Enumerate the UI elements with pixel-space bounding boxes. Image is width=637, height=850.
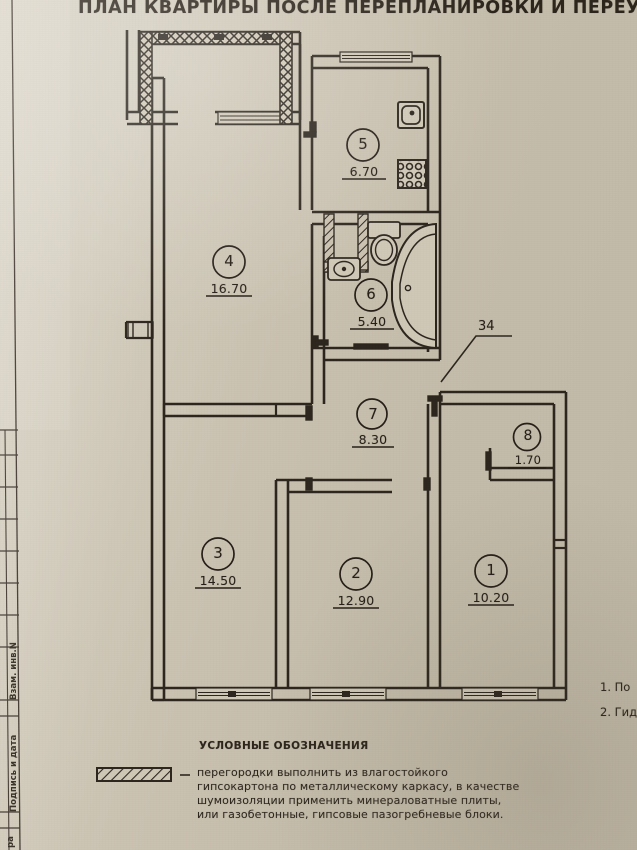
side-note-1: 1. По xyxy=(600,680,631,694)
room-3-number: 3 xyxy=(213,544,223,562)
room-circle-6 xyxy=(354,278,388,312)
room-number-circles xyxy=(201,128,542,591)
room-7-number: 7 xyxy=(368,405,378,423)
room-area-underlines xyxy=(195,178,546,609)
room-5-number: 5 xyxy=(358,135,368,153)
room-1-number: 1 xyxy=(486,561,496,579)
legend-hatch-swatch xyxy=(96,767,172,782)
title-block-field-extra: ра xyxy=(6,836,16,848)
room-2-number: 2 xyxy=(351,564,361,582)
legend-line-1: перегородки выполнить из влагостойкого xyxy=(197,766,448,779)
title-block-field-inv: Взам. инв.N xyxy=(9,642,19,700)
room-circle-3 xyxy=(201,537,235,571)
legend-line-3: шумоизоляции применить минераловатные пл… xyxy=(197,794,502,807)
wall-stubs xyxy=(124,320,566,550)
balcony-hatched-wall xyxy=(139,31,293,125)
window-openings xyxy=(195,51,539,701)
side-note-2: 2. Гид xyxy=(600,705,637,719)
room-5-area: 6.70 xyxy=(349,164,379,179)
room-circle-1 xyxy=(474,554,508,588)
room-3-area: 14.50 xyxy=(199,573,237,588)
room-circle-4 xyxy=(212,245,246,279)
room-4-number: 4 xyxy=(224,252,234,270)
room-8-area: 1.70 xyxy=(514,453,542,467)
leader-line-34 xyxy=(440,335,512,383)
title-block-field-signature: Подпись и дата xyxy=(9,734,19,812)
page-title: ПЛАН КВАРТИРЫ ПОСЛЕ ПЕРЕПЛАНИРОВКИ И ПЕР… xyxy=(78,0,637,18)
legend-line-2: гипсокартона по металлическому каркасу, … xyxy=(197,780,520,793)
room-1-area: 10.20 xyxy=(472,590,510,605)
room-2-area: 12.90 xyxy=(337,593,375,608)
kitchen-fixtures xyxy=(397,101,427,189)
room-4-area: 16.70 xyxy=(210,281,248,296)
room-circle-5 xyxy=(346,128,380,162)
room-circle-2 xyxy=(339,557,373,591)
room-6-number: 6 xyxy=(366,285,376,303)
room-circle-8 xyxy=(512,422,542,452)
room-7-area: 8.30 xyxy=(358,432,388,447)
door-openings xyxy=(127,121,492,491)
legend-title: УСЛОВНЫЕ ОБОЗНАЧЕНИЯ xyxy=(199,740,369,752)
title-block-grid xyxy=(0,0,21,850)
room-6-area: 5.40 xyxy=(357,314,387,329)
annotation-34: 34 xyxy=(478,319,495,334)
legend-line-4: или газобетонные, гипсовые пазогребневые… xyxy=(197,808,504,821)
room-circle-7 xyxy=(356,398,388,430)
bathroom-fixtures xyxy=(327,221,437,350)
room-8-number: 8 xyxy=(523,428,533,444)
